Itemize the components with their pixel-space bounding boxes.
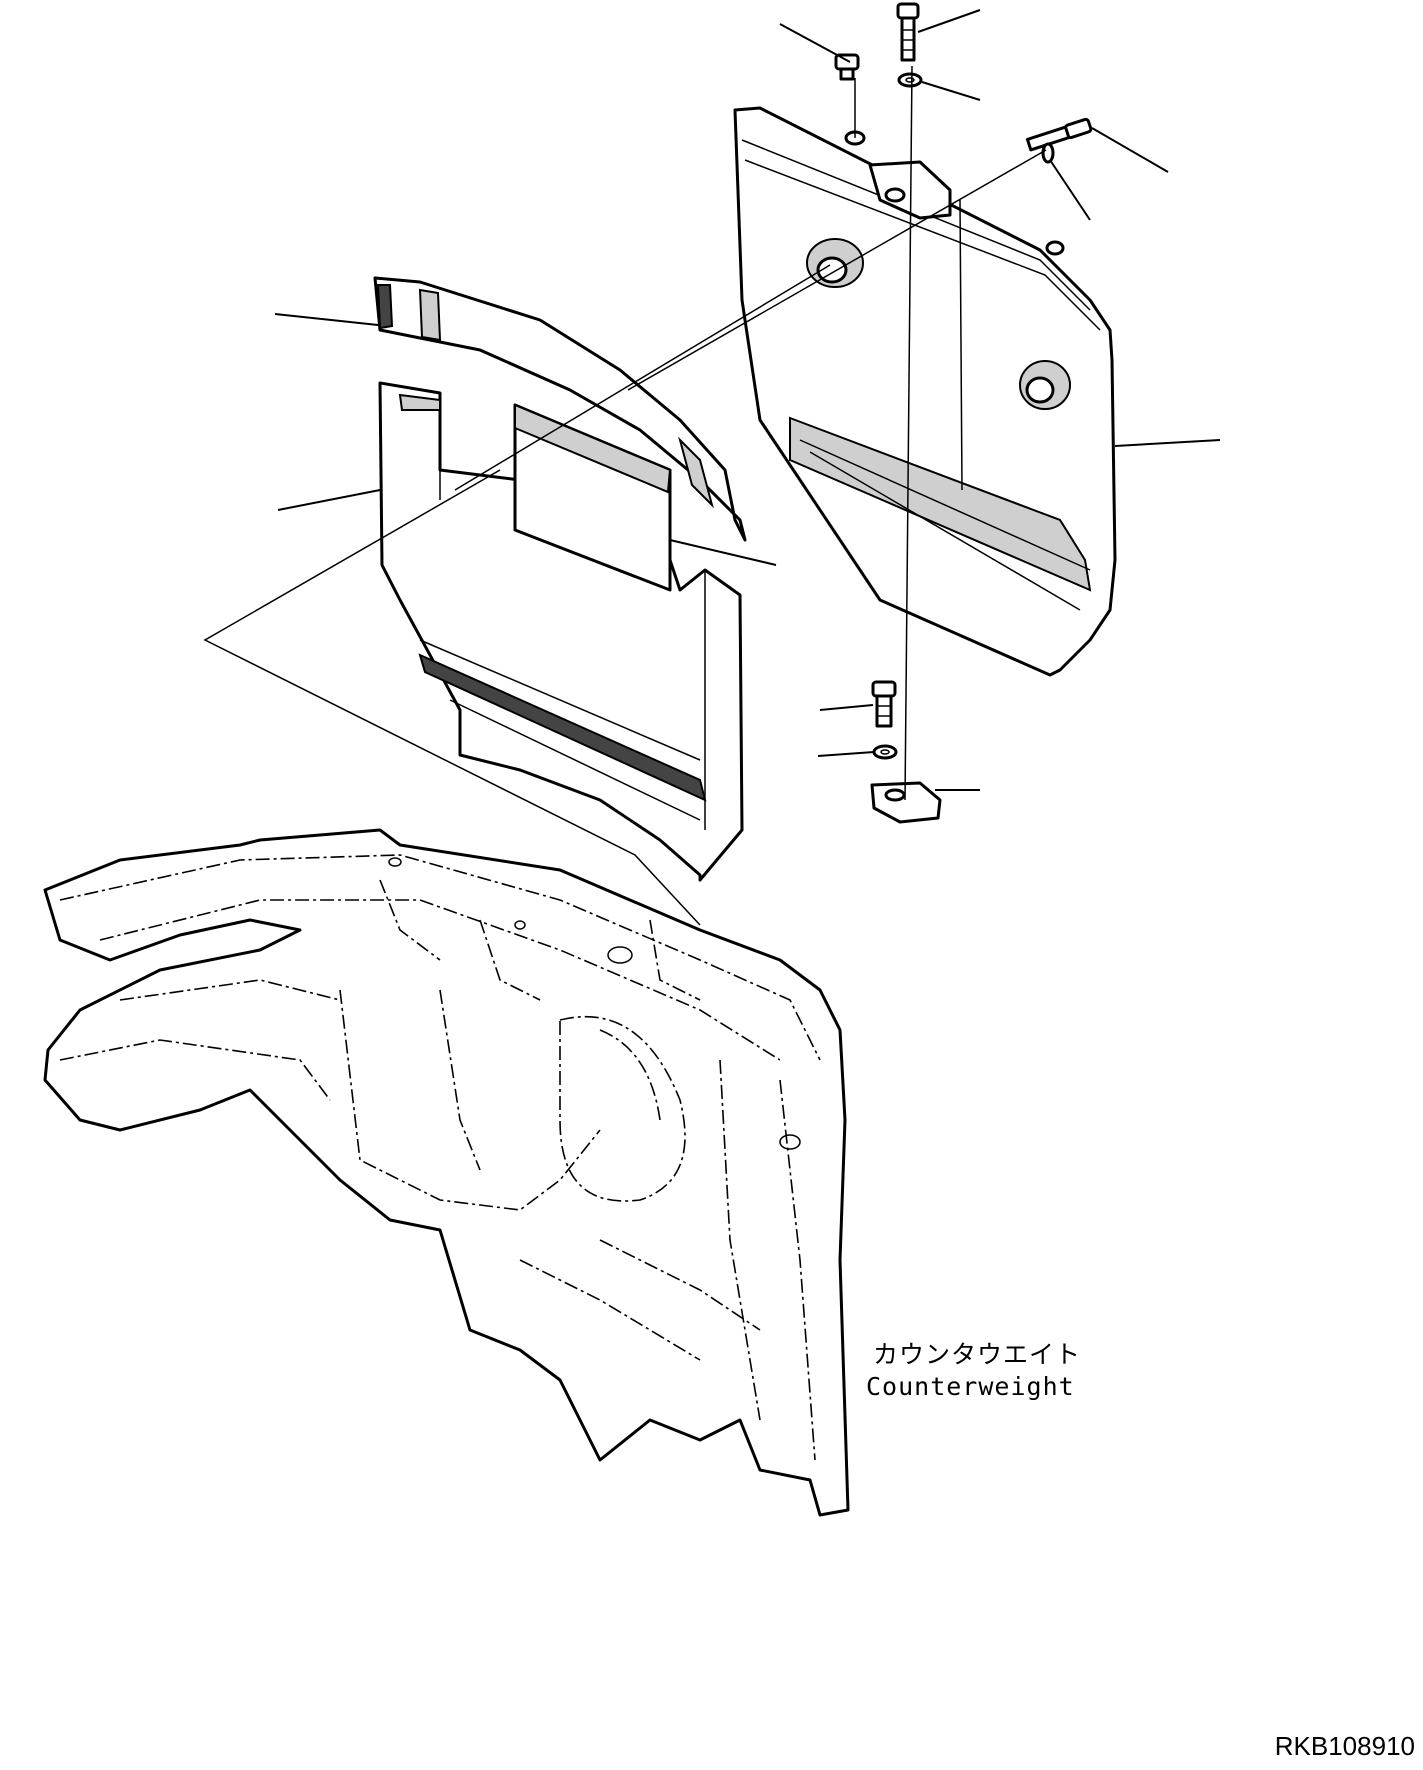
top-bolt-long (896, 2, 920, 62)
leader-lines (274, 9, 1221, 791)
counterweight-label-en: Counterweight (866, 1372, 1075, 1401)
top-decal-strip (373, 276, 747, 542)
main-decal (378, 381, 744, 882)
counterweight-frame (43, 828, 850, 1517)
lower-bracket (870, 781, 942, 824)
lower-washer (872, 744, 898, 760)
right-cover-panel (733, 106, 1117, 677)
top-washer (897, 72, 923, 88)
drawing-number: RKB108910 (1274, 1731, 1415, 1761)
lower-bolt (871, 680, 897, 728)
side-washer (1041, 142, 1055, 164)
counterweight-label-jp: カウンタウエイト (873, 1340, 1082, 1369)
side-bolt (1025, 117, 1093, 152)
top-bolt-short (834, 53, 860, 81)
assembly-lines (203, 65, 1047, 926)
